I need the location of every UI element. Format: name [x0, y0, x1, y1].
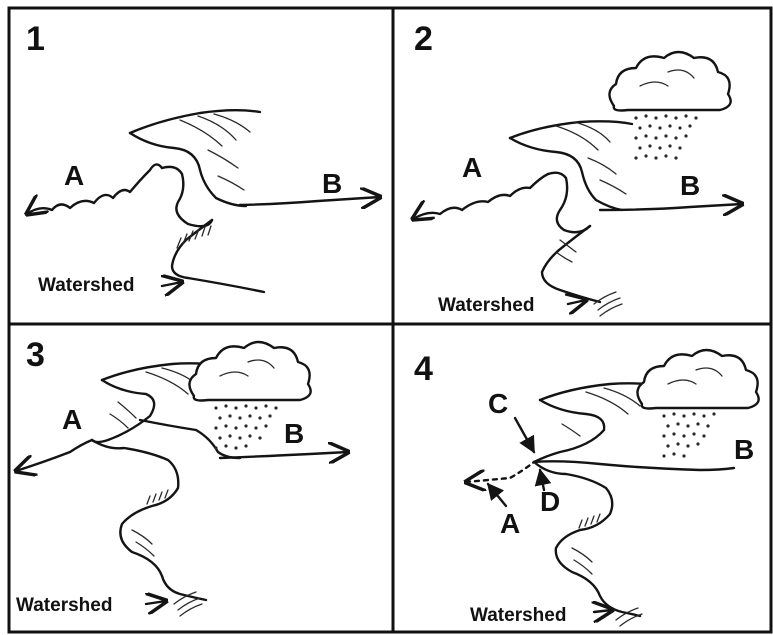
panel-4-label-b: B — [734, 436, 754, 464]
panel-3-sketch — [16, 342, 348, 616]
panel-3-number: 3 — [26, 338, 45, 372]
panel-4-sketch — [466, 350, 759, 626]
panel-2-watershed-label: Watershed — [438, 296, 534, 315]
rain-cloud-icon — [609, 52, 730, 160]
panel-1-label-a: A — [64, 162, 84, 190]
panel-2-label-b: B — [680, 172, 700, 200]
panel-4-watershed-label: Watershed — [470, 606, 566, 625]
panel-1-sketch — [27, 110, 380, 292]
panel-3-watershed-label: Watershed — [16, 596, 112, 615]
panel-3-label-b: B — [284, 420, 304, 448]
panel-1-watershed-label: Watershed — [38, 276, 134, 295]
panel-2-number: 2 — [414, 22, 433, 56]
panel-2-label-a: A — [462, 154, 482, 182]
panel-4-number: 4 — [414, 352, 433, 386]
panel-1-number: 1 — [26, 22, 45, 56]
panel-4-label-d: D — [540, 488, 560, 516]
panel-3-label-a: A — [62, 406, 82, 434]
panel-4-label-a: A — [500, 510, 520, 538]
panel-1-label-b: B — [322, 170, 342, 198]
panel-4-label-c: C — [488, 390, 508, 418]
panel-2-frame — [393, 8, 771, 324]
